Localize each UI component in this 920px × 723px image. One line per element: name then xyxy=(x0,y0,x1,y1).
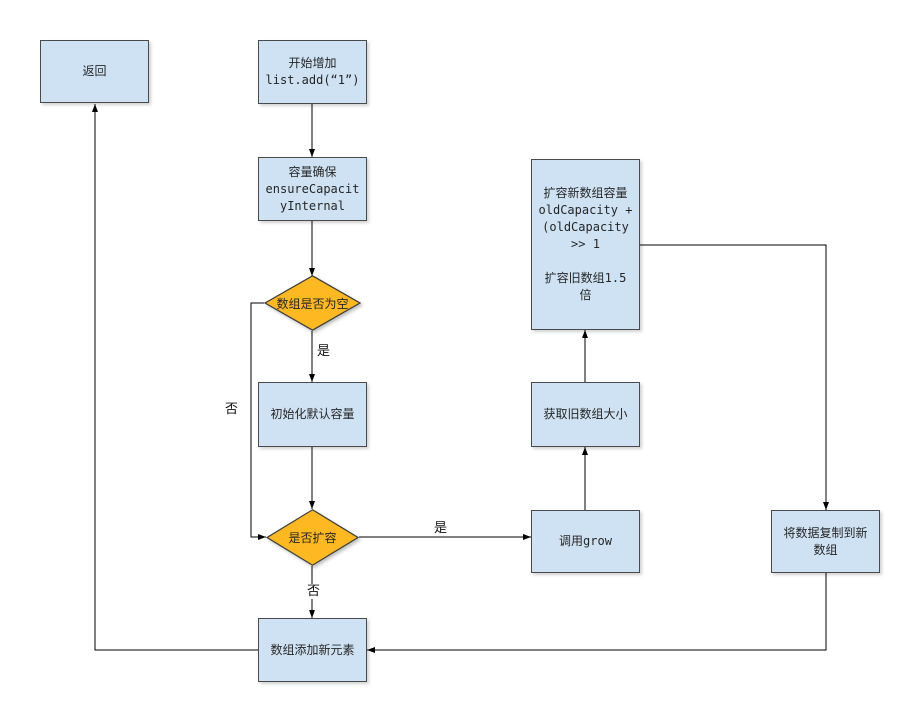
edge-expand-to-copy xyxy=(640,244,829,510)
node-add-new-element: 数组添加新元素 xyxy=(258,618,367,682)
edge-label-expand-no: 否 xyxy=(306,584,322,599)
decision-is-array-empty: 数组是否为空 xyxy=(264,275,361,331)
node-init-default-capacity: 初始化默认容量 xyxy=(258,382,367,447)
edge-label-empty-no: 否 xyxy=(224,402,240,417)
node-ensure-capacity: 容量确保 ensureCapacit yInternal xyxy=(258,157,367,221)
edge-label-empty-yes: 是 xyxy=(316,344,332,359)
node-start-add: 开始增加 list.add(“1”) xyxy=(258,40,367,104)
decision-should-expand: 是否扩容 xyxy=(266,509,359,566)
node-copy-to-new-array: 将数据复制到新 数组 xyxy=(771,510,880,573)
node-return: 返回 xyxy=(40,40,149,103)
edge-add-element-to-return xyxy=(92,104,258,651)
decision-label: 数组是否为空 xyxy=(276,296,349,311)
diamond-shape-icon xyxy=(264,275,361,331)
diamond-shape-icon xyxy=(266,509,359,566)
decision-label: 是否扩容 xyxy=(288,531,337,545)
node-get-old-array-size: 获取旧数组大小 xyxy=(531,382,640,447)
node-call-grow: 调用grow xyxy=(531,510,640,573)
node-expand-new-capacity: 扩容新数组容量 oldCapacity + (oldCapacity >> 1 … xyxy=(531,159,640,330)
edge-label-expand-yes: 是 xyxy=(433,521,449,536)
edge-copy-to-add-element xyxy=(367,573,827,653)
